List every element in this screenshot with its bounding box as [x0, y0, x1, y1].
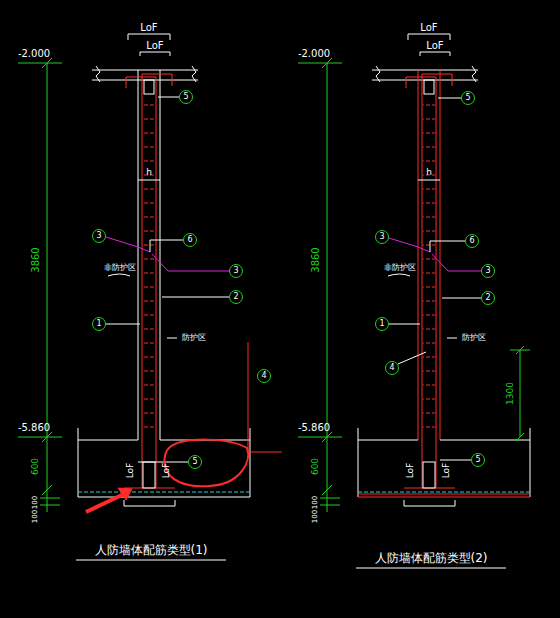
drawing-label: 防护区	[182, 334, 206, 342]
drawing-label: 100	[313, 495, 320, 508]
drawing-label: h	[426, 168, 432, 177]
callout-circle: 4	[385, 361, 399, 375]
drawing-label: 600	[32, 457, 41, 474]
drawing-label: 人防墙体配筋类型(1)	[95, 544, 208, 556]
drawing-label: 防护区	[462, 334, 486, 342]
drawing-label: 100	[33, 495, 40, 508]
callout-circle: 3	[92, 229, 106, 243]
callout-number: 2	[485, 294, 490, 302]
callout-number: 3	[485, 267, 490, 275]
drawing-label: LoF	[406, 462, 415, 478]
callout-number: 2	[233, 293, 238, 301]
callout-number: 6	[469, 237, 474, 245]
callout-number: 1	[96, 320, 101, 328]
callout-circle: 5	[188, 455, 202, 469]
callout-circle: 3	[375, 230, 389, 244]
callout-circle: 1	[375, 317, 389, 331]
callout-number: 4	[261, 372, 266, 380]
callout-circle: 1	[92, 317, 106, 331]
callout-circle: 4	[257, 369, 271, 383]
callout-circle: 2	[481, 291, 495, 305]
callout-number: 5	[192, 458, 197, 466]
drawing-label: LoF	[426, 41, 443, 51]
callout-circle: 6	[183, 233, 197, 247]
drawing-label: 600	[312, 457, 321, 474]
drawing-label: -2.000	[18, 49, 50, 59]
drawing-label: 3860	[311, 247, 321, 272]
drawing-label: h	[146, 168, 152, 177]
drawing-label: 1300	[506, 382, 515, 405]
callout-circle: 5	[471, 453, 485, 467]
callout-number: 3	[233, 267, 238, 275]
callout-circle: 3	[481, 264, 495, 278]
callout-circle: 2	[229, 290, 243, 304]
callout-circle: 5	[461, 91, 475, 105]
callout-number: 1	[379, 320, 384, 328]
callout-number: 5	[475, 456, 480, 464]
drawing-label: 100	[313, 509, 320, 522]
drawing-label: 非防护区	[104, 264, 136, 272]
callout-number: 5	[183, 93, 188, 101]
drawing-label: LoF	[140, 23, 157, 33]
callout-number: 6	[187, 236, 192, 244]
drawing-label: 3860	[31, 247, 41, 272]
callout-number: 3	[96, 232, 101, 240]
drawing-label: LoF	[442, 462, 451, 478]
drawing-label: LoF	[146, 41, 163, 51]
callout-circle: 6	[465, 234, 479, 248]
drawing-label: 100	[33, 509, 40, 522]
callout-number: 3	[379, 233, 384, 241]
drawing-label: 人防墙体配筋类型(2)	[375, 552, 488, 564]
drawing-label: -5.860	[18, 423, 50, 433]
drawing-label: -5.860	[298, 423, 330, 433]
drawing-label: -2.000	[298, 49, 330, 59]
drawing-label: LoF	[420, 23, 437, 33]
callout-circle: 3	[229, 264, 243, 278]
callout-number: 5	[465, 94, 470, 102]
drawing-label: 非防护区	[384, 264, 416, 272]
drawing-label: LoF	[162, 462, 171, 478]
drawing-label: LoF	[126, 462, 135, 478]
callout-circle: 5	[179, 90, 193, 104]
callout-number: 4	[389, 364, 394, 372]
